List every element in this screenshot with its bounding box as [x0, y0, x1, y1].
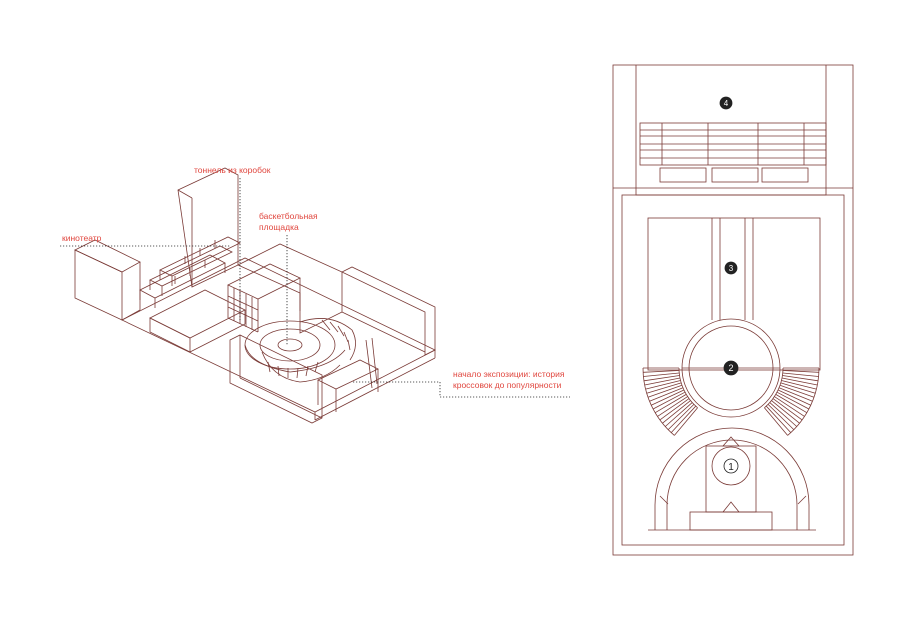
- stair-edge: [787, 367, 820, 436]
- stair-step: [647, 384, 683, 398]
- stair-step: [667, 404, 695, 430]
- label-cinema: кинотеатр: [62, 233, 102, 243]
- plan-central-circle: [681, 318, 781, 418]
- stair-step: [674, 407, 698, 436]
- axo-line: [341, 311, 426, 353]
- zone-label-1: 1: [728, 462, 734, 473]
- zone-label-4: 4: [724, 99, 729, 108]
- axo-wall-left-top: [74, 239, 141, 273]
- stair-edge: [678, 367, 698, 409]
- plan-central-runway: [711, 218, 754, 320]
- plan-inner-frame: [621, 194, 845, 546]
- zone-marker-2: 2: [723, 360, 739, 376]
- stair-step: [776, 391, 810, 410]
- stair-step: [771, 400, 800, 424]
- axo-divider-face: [149, 317, 191, 353]
- stair-step: [646, 382, 682, 394]
- axo-floor-slab: [121, 257, 436, 413]
- stair-step: [665, 402, 693, 427]
- stair-step: [645, 380, 681, 390]
- label-start-line1: начало экспозиции: история: [453, 369, 565, 379]
- axo-line: [239, 377, 323, 419]
- plan-stairs-right: [764, 367, 820, 436]
- stair-step: [782, 370, 819, 373]
- stair-step: [654, 394, 687, 414]
- zone-marker-3: 3: [724, 261, 738, 275]
- stair-step: [775, 394, 808, 414]
- stair-step: [662, 400, 691, 424]
- stair-step: [772, 398, 803, 421]
- stair-step: [782, 375, 819, 382]
- label-start-line2: кроссовок до популярности: [453, 380, 562, 390]
- plan-cinema-seating: [639, 122, 827, 183]
- stair-step: [781, 377, 818, 386]
- stair-edge: [764, 367, 784, 409]
- axo-wall-left-face: [74, 249, 123, 321]
- stair-step: [777, 389, 811, 406]
- zone-marker-1: 1: [723, 458, 739, 474]
- stair-step: [657, 396, 688, 417]
- plan-basketball-court: [648, 427, 816, 531]
- axo-spiral-ramp: [244, 318, 356, 383]
- zone-marker-4: 4: [719, 96, 733, 110]
- axo-exhibition-start: [317, 337, 379, 412]
- stair-step: [778, 387, 813, 402]
- stair-step: [643, 370, 680, 373]
- plan-stairs-left: [642, 367, 698, 436]
- leader-lines: [60, 178, 570, 398]
- stair-step: [644, 377, 681, 386]
- stair-step: [782, 372, 819, 377]
- stair-step: [769, 402, 797, 427]
- stair-step: [649, 387, 684, 402]
- stair-step: [652, 391, 686, 410]
- stair-step: [643, 372, 680, 377]
- stair-step: [767, 404, 795, 430]
- axo-line: [177, 189, 193, 199]
- axo-court-back-wall: [237, 243, 343, 334]
- stair-step: [670, 405, 696, 433]
- axo-front-wall: [229, 334, 323, 424]
- stair-step: [781, 380, 817, 390]
- axo-line: [314, 357, 436, 421]
- zone-label-3: 3: [729, 264, 734, 273]
- axo-cinema-seats: [139, 236, 241, 308]
- stair-step: [780, 382, 816, 394]
- plan-view: 4 3 2 1: [612, 64, 854, 556]
- stair-step: [764, 407, 788, 436]
- stair-step: [643, 375, 680, 382]
- label-court-line1: баскетбольная: [259, 211, 318, 221]
- label-box-tunnel: тоннель из коробок: [194, 165, 271, 175]
- zone-label-2: 2: [728, 363, 733, 373]
- axo-box-tunnel: [227, 263, 301, 333]
- stair-edge: [642, 367, 675, 436]
- axo-line: [189, 323, 246, 353]
- plan-zone-markers: 4 3 2 1: [719, 96, 739, 474]
- label-court-line2: площадка: [259, 222, 299, 232]
- axonometric-view: [74, 167, 436, 424]
- plan-court-area: [647, 217, 821, 371]
- stair-step: [651, 389, 685, 406]
- stair-step: [779, 384, 815, 398]
- plan-outer-frame: [612, 64, 854, 556]
- stair-step: [659, 398, 690, 421]
- stair-step: [774, 396, 805, 417]
- stair-step: [766, 405, 792, 433]
- axo-right-wall: [341, 266, 436, 356]
- plan-separator: [613, 187, 853, 196]
